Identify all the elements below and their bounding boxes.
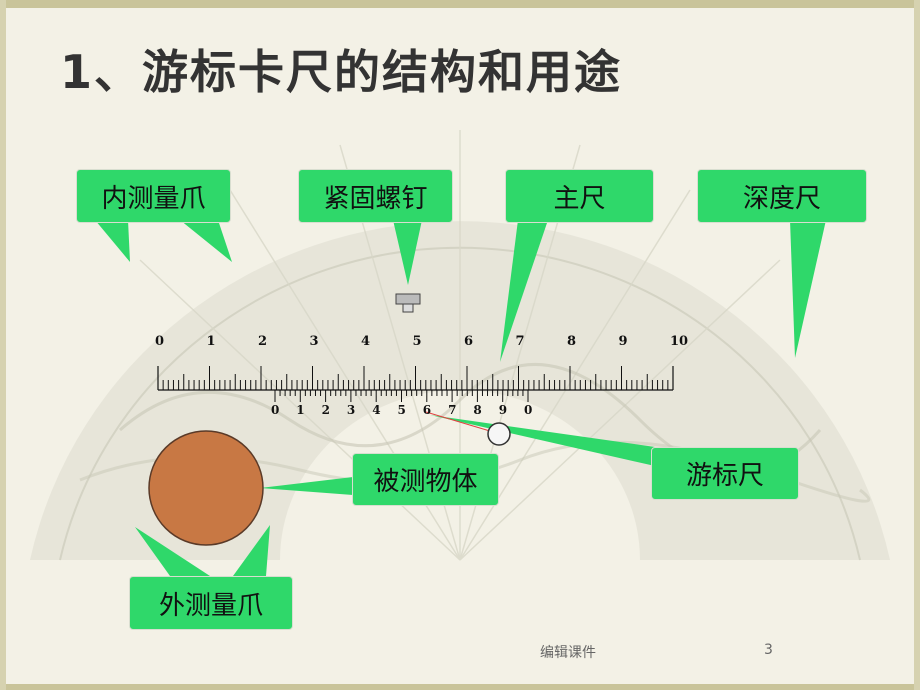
main-scale-number: 5 [412, 334, 422, 349]
callout-depth-rod-label: 深度尺 [742, 183, 821, 214]
callout-vernier: 游标尺 [651, 447, 799, 500]
vernier-scale-number: 3 [346, 403, 356, 417]
callout-outer-jaws-label: 外测量爪 [158, 590, 263, 621]
main-scale-number: 8 [567, 334, 577, 349]
frame-top [0, 0, 920, 8]
pointer-inner-jaws-right [180, 220, 232, 262]
vernier-scale-number: 0 [271, 403, 280, 417]
vernier-scale-number: 2 [321, 403, 330, 417]
pointer-depth-rod [790, 220, 826, 358]
pointer-object [260, 477, 353, 495]
callout-vernier-label: 游标尺 [685, 461, 764, 491]
thumb-wheel [487, 422, 511, 446]
main-scale-ticks [157, 366, 674, 390]
vernier-scale-number: 6 [422, 403, 432, 417]
locking-screw-icon [395, 293, 421, 313]
callout-locking-screw-label: 紧固螺钉 [323, 183, 428, 214]
main-scale-number: 6 [464, 334, 474, 349]
pointer-vernier [430, 415, 655, 466]
vernier-pointer-line [425, 411, 501, 435]
main-scale-number: 0 [155, 334, 165, 349]
main-scale-number: 2 [258, 334, 268, 349]
frame-right [914, 0, 920, 690]
vernier-scale-number: 7 [448, 403, 457, 417]
slide-title: 1、游标卡尺的结构和用途 [60, 45, 623, 99]
main-scale-number: 10 [670, 334, 689, 349]
callout-object-label: 被测物体 [373, 467, 478, 497]
vernier-scale-number: 1 [296, 403, 305, 417]
frame-left [0, 0, 6, 690]
pointer-inner-jaws-left [95, 220, 130, 262]
callout-outer-jaws: 外测量爪 [129, 576, 293, 630]
main-scale-number: 1 [206, 334, 216, 349]
pointer-outer-jaws-left [135, 527, 210, 576]
callout-inner-jaws-label: 内测量爪 [101, 183, 206, 214]
callout-inner-jaws: 内测量爪 [76, 169, 231, 223]
callout-depth-rod: 深度尺 [697, 169, 867, 223]
pointer-main-scale [500, 220, 548, 362]
frame-bottom [0, 684, 920, 690]
callout-main-scale-label: 主尺 [553, 183, 606, 214]
pointer-outer-jaws-right [233, 525, 270, 576]
vernier-scale-number: 0 [524, 403, 533, 417]
main-scale-number: 7 [515, 334, 525, 349]
vernier-scale-ticks [274, 390, 529, 402]
vernier-scale-number: 9 [498, 403, 508, 417]
vernier-scale-number: 4 [372, 403, 381, 417]
callout-object: 被测物体 [352, 453, 499, 506]
callout-locking-screw: 紧固螺钉 [298, 169, 453, 223]
callout-main-scale: 主尺 [505, 169, 654, 223]
measured-object [148, 430, 264, 546]
main-scale-number: 3 [309, 334, 319, 349]
vernier-scale-number: 5 [397, 403, 406, 417]
footer-label: 编辑课件 [540, 645, 596, 661]
main-scale-number: 9 [618, 334, 628, 349]
pointer-locking-screw [393, 220, 422, 285]
main-scale-number: 4 [361, 334, 371, 349]
vernier-scale-number: 8 [473, 403, 482, 417]
page-number: 3 [764, 642, 773, 658]
